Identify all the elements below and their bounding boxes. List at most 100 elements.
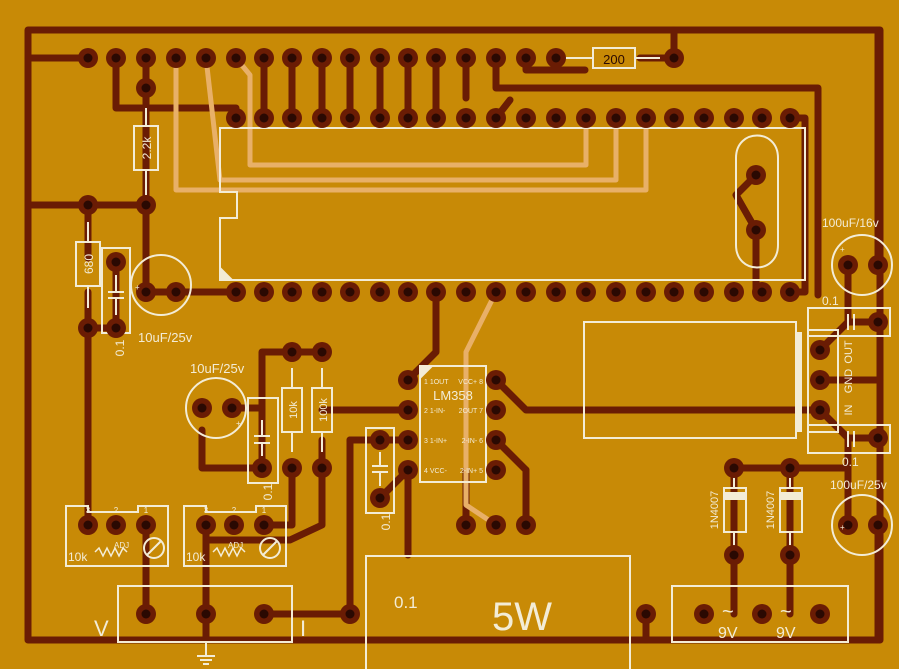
pad-drill-hole [345, 287, 355, 297]
ic-pin-2: 2 1-IN- [424, 408, 446, 415]
pad-drill-hole [551, 53, 561, 63]
pad-drill-hole [375, 493, 385, 503]
pad-drill-hole [83, 200, 93, 210]
shunt-power: 5W [492, 595, 552, 639]
label-c-bypass-mid: 0.1 [261, 483, 275, 500]
silkscreen-text: 200 2.2k 680 0.1 10uF/25v 10uF/25v 10k 1… [68, 52, 887, 642]
pad-drill-hole [201, 520, 211, 530]
pad-drill-hole [375, 435, 385, 445]
pot2-pin-3: 3 [204, 506, 209, 515]
pad-drill-hole [83, 53, 93, 63]
pad-drill-hole [491, 520, 501, 530]
pad-drill-hole [491, 53, 501, 63]
pad-drill-hole [317, 53, 327, 63]
pad-drill-hole [873, 317, 883, 327]
pad-drill-hole [785, 550, 795, 560]
pad-drill-hole [521, 53, 531, 63]
label-r200: 200 [603, 52, 625, 67]
pad-drill-hole [431, 113, 441, 123]
pad-drill-hole [375, 53, 385, 63]
pad-drill-hole [551, 287, 561, 297]
pad-drill-hole [873, 260, 883, 270]
ac-label-1: 9V [718, 625, 738, 642]
ic-pin-6: 2-IN- 6 [462, 438, 484, 445]
pad-drill-hole [729, 287, 739, 297]
pad-drill-hole [491, 113, 501, 123]
pad-drill-hole [699, 609, 709, 619]
ic-pin-4: 4 VCC- [424, 468, 448, 475]
pad-drill-hole [461, 287, 471, 297]
pot1-adj: ADJ [114, 541, 129, 550]
label-r100k: 100k [318, 398, 330, 422]
pad-drill-hole [171, 287, 181, 297]
pad-drill-hole [345, 609, 355, 619]
ac-tilde-1: ~ [722, 601, 734, 623]
pad-drill-hole [227, 403, 237, 413]
pad-drill-hole [641, 609, 651, 619]
label-reg-cap-top: 0.1 [822, 294, 839, 308]
pad-drill-hole [317, 113, 327, 123]
pad-drill-hole [231, 53, 241, 63]
pad-drill-hole [197, 403, 207, 413]
pad-drill-hole [751, 225, 761, 235]
pad-drill-hole [111, 53, 121, 63]
pad-drill-hole [375, 113, 385, 123]
c100uf25-plus: + [840, 523, 845, 532]
pad-drill-hole [757, 287, 767, 297]
ac-label-2: 9V [776, 625, 796, 642]
pad-drill-hole [669, 53, 679, 63]
pad-drill-hole [317, 347, 327, 357]
pad-drill-hole [259, 53, 269, 63]
pad-drill-hole [815, 375, 825, 385]
pad-drill-hole [287, 463, 297, 473]
pad-drill-hole [141, 53, 151, 63]
pad-drill-hole [141, 287, 151, 297]
pad-drill-hole [461, 53, 471, 63]
pad-drill-hole [141, 200, 151, 210]
pad-drill-hole [611, 287, 621, 297]
ic-pin-7: 2OUT 7 [459, 408, 483, 415]
pad-drill-hole [83, 323, 93, 333]
label-c-bypass-lm: 0.1 [379, 513, 393, 530]
pad-drill-hole [259, 113, 269, 123]
pad-drill-hole [287, 347, 297, 357]
pad-drill-hole [403, 465, 413, 475]
pad-drill-hole [581, 287, 591, 297]
pad-drill-hole [521, 113, 531, 123]
pad-drill-hole [815, 405, 825, 415]
pad-drill-hole [751, 170, 761, 180]
pad-drill-hole [141, 609, 151, 619]
pad-drill-hole [287, 53, 297, 63]
label-reg-cap-bottom: 0.1 [842, 455, 859, 469]
pad-drill-hole [699, 113, 709, 123]
pad-drill-hole [259, 287, 269, 297]
label-c10uf-top: 10uF/25v [138, 330, 193, 345]
pad-drill-hole [461, 520, 471, 530]
pot2-pin-2: 2 [232, 506, 237, 515]
pad-drill-hole [431, 53, 441, 63]
label-c100uf25: 100uF/25v [830, 478, 887, 492]
pot2-pin-1: 1 [262, 506, 267, 515]
pot1-pin-2: 2 [114, 506, 119, 515]
pad-drill-hole [843, 520, 853, 530]
pad-drill-hole [757, 609, 767, 619]
pad-drill-hole [403, 375, 413, 385]
pad-drill-hole [669, 287, 679, 297]
pot2-adj: ADJ [228, 541, 243, 550]
pad-drill-hole [757, 113, 767, 123]
pad-drill-hole [141, 520, 151, 530]
pad-drill-hole [729, 463, 739, 473]
pad-drill-hole [257, 463, 267, 473]
pad-drill-hole [111, 257, 121, 267]
component-pads [78, 48, 888, 624]
pad-drill-hole [201, 609, 211, 619]
label-r2k2: 2.2k [140, 136, 154, 160]
c10uf-top-plus: + [135, 283, 140, 292]
pad-drill-hole [259, 520, 269, 530]
pad-drill-hole [491, 375, 501, 385]
pot2-value: 10k [186, 550, 206, 564]
pad-drill-hole [171, 53, 181, 63]
reg-pin-out: OUT [843, 340, 855, 364]
